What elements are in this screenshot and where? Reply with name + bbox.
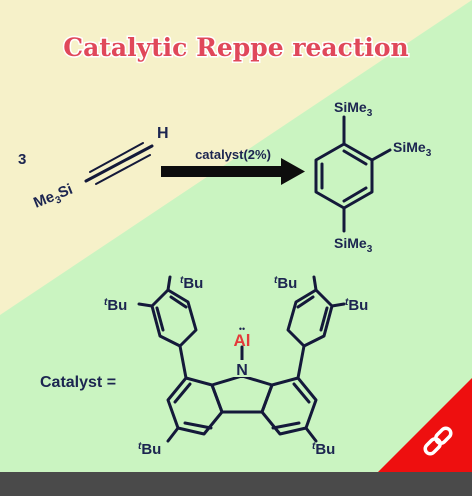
tbu-carbazole-left: tBu xyxy=(138,441,161,458)
tbu-right-side: tBu xyxy=(345,297,368,314)
reaction-arrow xyxy=(161,158,305,185)
product-benzene-ring xyxy=(314,115,392,233)
link-badge[interactable] xyxy=(378,378,472,472)
tbu-left-side: tBu xyxy=(104,297,127,314)
silyl-group: Me3Si xyxy=(31,181,76,215)
reactant-coefficient: 3 xyxy=(18,151,26,168)
product-sime3-right: SiMe3 xyxy=(393,139,432,159)
background-green xyxy=(0,0,472,472)
lone-pair: •• xyxy=(239,324,245,334)
carbazole-skeleton xyxy=(166,344,318,443)
page-title: Catalytic Reppe reaction xyxy=(63,33,408,62)
product-sime3-top: SiMe3 xyxy=(334,99,373,119)
catalyst-label: Catalyst = xyxy=(40,374,116,391)
tbu-left-top: tBu xyxy=(180,275,203,292)
footer-bar xyxy=(0,472,472,496)
tbu-right-top: tBu xyxy=(274,275,297,292)
reaction-scene: Catalytic Reppe reaction 3 H Me3Si catal… xyxy=(0,0,472,472)
tbu-carbazole-right: tBu xyxy=(312,441,335,458)
right-aryl-ring xyxy=(286,275,346,348)
arrow-label: catalyst(2%) xyxy=(195,147,271,162)
terminal-hydrogen: H xyxy=(157,125,169,142)
product-sime3-bottom: SiMe3 xyxy=(334,235,373,255)
aluminium-atom: Al xyxy=(234,331,251,350)
nitrogen-backdrop xyxy=(232,360,252,377)
link-icon xyxy=(423,426,453,456)
alkyne-bonds xyxy=(84,142,154,185)
nitrogen-atom: N xyxy=(236,362,248,379)
left-aryl-ring xyxy=(137,275,198,348)
